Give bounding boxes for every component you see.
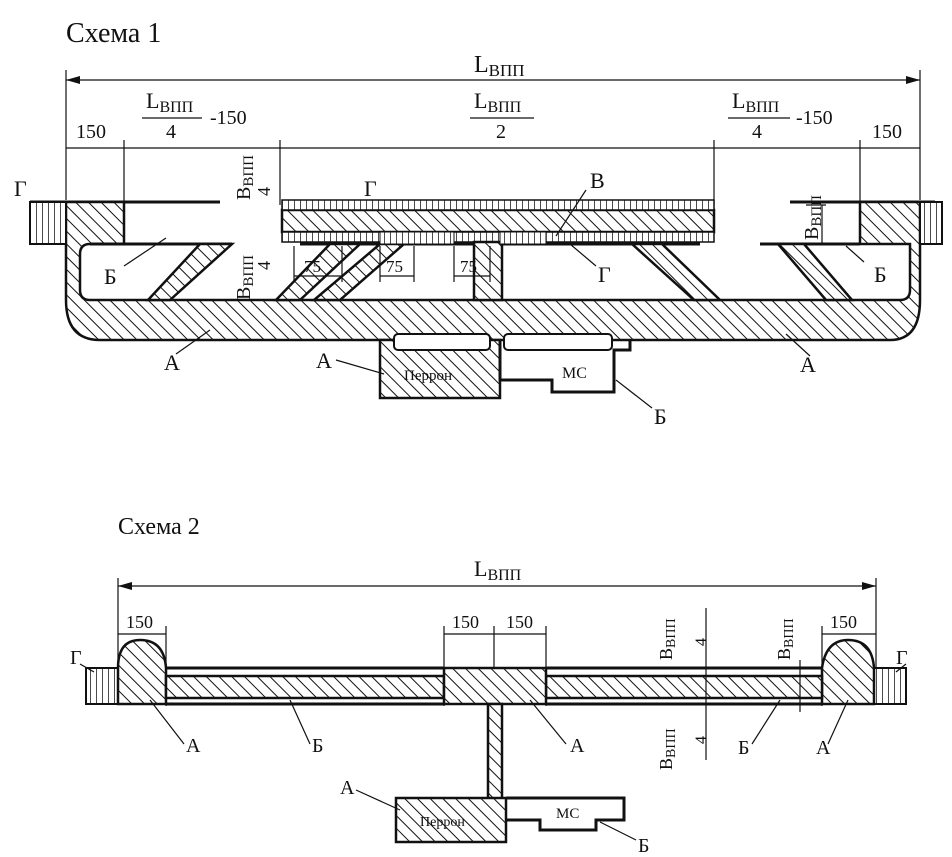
dim2-bvpp-bottom: BВПП — [656, 728, 679, 770]
runway-shoulder-bottom — [281, 231, 715, 243]
label2-b-2: Б — [738, 737, 749, 759]
label2-a-3: А — [816, 737, 831, 759]
label-a-left: А — [164, 350, 180, 375]
dim-half: LВПП 2 — [470, 88, 534, 143]
label-b-ms: Б — [654, 404, 667, 429]
dim-total-label: LВПП — [474, 52, 525, 80]
dim-quarter-right: LВПП 4 -150 — [728, 88, 833, 143]
svg-text:LВПП: LВПП — [474, 88, 522, 116]
svg-text:BВПП: BВПП — [656, 728, 679, 770]
label2-a-2: А — [570, 735, 585, 757]
shoulder-right — [919, 201, 943, 245]
svg-text:BВПП: BВПП — [774, 618, 797, 660]
label2-a-platform: А — [340, 777, 355, 799]
label-v: В — [590, 168, 605, 193]
label-g-left: Г — [14, 176, 27, 201]
end-right-2 — [820, 638, 876, 706]
svg-text:2: 2 — [496, 121, 506, 143]
dim2-150-1: 150 — [126, 612, 153, 632]
runway-strip — [280, 208, 716, 234]
ms-label: МС — [562, 365, 587, 382]
stem-2 — [486, 702, 504, 802]
center-block-2 — [442, 666, 548, 706]
dim-total-label-2: LВПП — [474, 556, 522, 584]
svg-text:-150: -150 — [796, 107, 833, 129]
svg-text:BВПП: BВПП — [233, 255, 257, 300]
dim-150-right: 150 — [872, 121, 902, 143]
dim-bvpp-left: BВПП BВПП — [233, 155, 257, 300]
svg-text:BВПП: BВПП — [656, 618, 679, 660]
scheme-1: Схема 1 LВПП 150 150 LВПП 4 -150 LВПП 2 — [14, 18, 943, 429]
dim-150-left: 150 — [76, 121, 106, 143]
platform-label-2: Перрон — [420, 815, 465, 830]
central-connector — [472, 240, 504, 302]
label2-b-ms: Б — [638, 835, 649, 857]
dim2-bvpp-top: BВПП — [656, 618, 679, 660]
scheme-1-title: Схема 1 — [66, 18, 161, 49]
ms-block-2 — [506, 796, 626, 832]
shoulder-left-2 — [85, 667, 121, 705]
svg-text:4: 4 — [693, 638, 710, 646]
svg-text:LВПП: LВПП — [146, 88, 194, 116]
svg-text:75: 75 — [386, 257, 403, 276]
svg-text:4: 4 — [166, 121, 176, 143]
svg-text:LВПП: LВПП — [732, 88, 780, 116]
exit-taxiway-5 — [775, 242, 855, 302]
dim-bvpp-right: BВПП — [801, 195, 825, 240]
scheme-2: Схема 2 LВПП 150 150 150 150 — [70, 514, 908, 857]
taxiway-left-2 — [164, 674, 446, 700]
shoulder-left — [29, 201, 67, 245]
label-b-right: Б — [874, 262, 887, 287]
dim-quarter-left: LВПП 4 -150 — [142, 88, 247, 143]
exit-taxiway-1 — [145, 242, 236, 302]
dim2-bvpp-right: BВПП — [774, 618, 797, 660]
end-left-2 — [116, 638, 168, 706]
label-g-top: Г — [364, 176, 377, 201]
dim2-150-2: 150 — [452, 612, 479, 632]
four-top: 4 — [254, 187, 274, 196]
dim2-150-4: 150 — [830, 612, 857, 632]
taxiway-right-2 — [544, 674, 824, 700]
runway-shoulder-top — [281, 199, 715, 211]
label-a-platform: А — [316, 348, 332, 373]
svg-text:BВПП: BВПП — [801, 195, 825, 240]
ms-block — [498, 340, 632, 394]
label2-g-right: Г — [896, 647, 908, 669]
dim2-150-3: 150 — [506, 612, 533, 632]
label2-g-left: Г — [70, 647, 82, 669]
four-bottom: 4 — [254, 261, 274, 270]
svg-text:75: 75 — [460, 257, 477, 276]
exit-taxiway-4 — [628, 242, 724, 302]
label2-b-1: Б — [312, 735, 323, 757]
label-b-left: Б — [104, 264, 117, 289]
label2-a-1: А — [186, 735, 201, 757]
shoulder-right-2 — [871, 667, 907, 705]
svg-text:BВПП: BВПП — [233, 155, 257, 200]
taxiway-perimeter — [64, 200, 922, 342]
label-g-center: Г — [598, 262, 611, 287]
svg-text:-150: -150 — [210, 107, 247, 129]
ms-label-2: МС — [556, 806, 579, 822]
svg-text:4: 4 — [752, 121, 762, 143]
platform-label: Перрон — [404, 368, 452, 384]
svg-text:75: 75 — [304, 257, 321, 276]
scheme-2-title: Схема 2 — [118, 514, 200, 540]
dim-75-marks: 75 75 75 — [293, 246, 491, 282]
svg-text:4: 4 — [693, 736, 710, 744]
label-a-right: А — [800, 352, 816, 377]
